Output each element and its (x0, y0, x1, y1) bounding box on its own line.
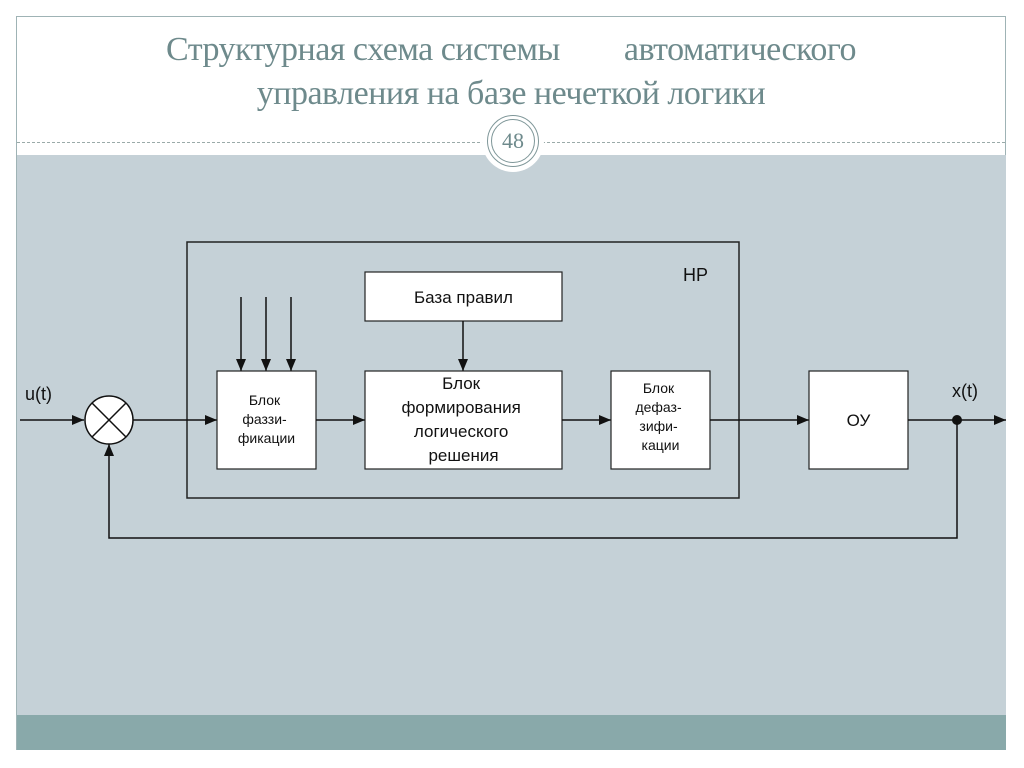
footer-band (17, 715, 1006, 750)
output-signal-label: x(t) (952, 381, 978, 401)
plant-label: ОУ (847, 411, 871, 430)
svg-text:Блок фаззи- фикаци: Блок фаззи- фикации (238, 392, 295, 446)
fuzzification-block: Блок фаззи- фикации (216, 370, 317, 470)
defuzzification-label-4: кации (642, 437, 680, 453)
feedback-loop-arrow (104, 420, 958, 539)
fuzzification-label-2: фаззи- (242, 411, 287, 427)
inference-label-1: Блок (442, 374, 481, 393)
fuzzy-controller-box (186, 241, 740, 499)
inference-label-3: логического (414, 422, 508, 441)
summing-junction-icon (84, 395, 134, 445)
inference-label-4: решения (428, 446, 498, 465)
fuzzy-controller-label: НР (683, 265, 708, 285)
svg-text:Блок формирования: Блок формирования логического решения (401, 374, 525, 465)
slide-title-line-1: Структурная схема системы автоматическог… (165, 31, 857, 68)
inference-label-2: формирования (401, 398, 520, 417)
defuzzification-label-3: зифи- (639, 418, 678, 434)
plant-block: ОУ (808, 370, 909, 470)
fuzzification-label-3: фикации (238, 430, 295, 446)
fuzzification-label-1: Блок (249, 392, 281, 408)
defuzzification-label-1: Блок (643, 380, 675, 396)
defuzzification-block: Блок дефаз- зифи- кации (610, 370, 711, 470)
slide-title: Структурная схема системы автоматическог… (16, 28, 1006, 116)
svg-text:Блок дефаз- зифи-: Блок дефаз- зифи- кации (635, 380, 685, 453)
slide-title-line-2: управления на базе нечеткой логики (256, 75, 766, 112)
inference-block: Блок формирования логического решения (364, 370, 563, 470)
defuzzification-label-2: дефаз- (635, 399, 682, 415)
rule-base-block: База правил (364, 271, 563, 322)
rule-base-label: База правил (414, 288, 513, 307)
input-signal-label: u(t) (25, 384, 52, 404)
page-number-badge: 48 (487, 115, 539, 167)
